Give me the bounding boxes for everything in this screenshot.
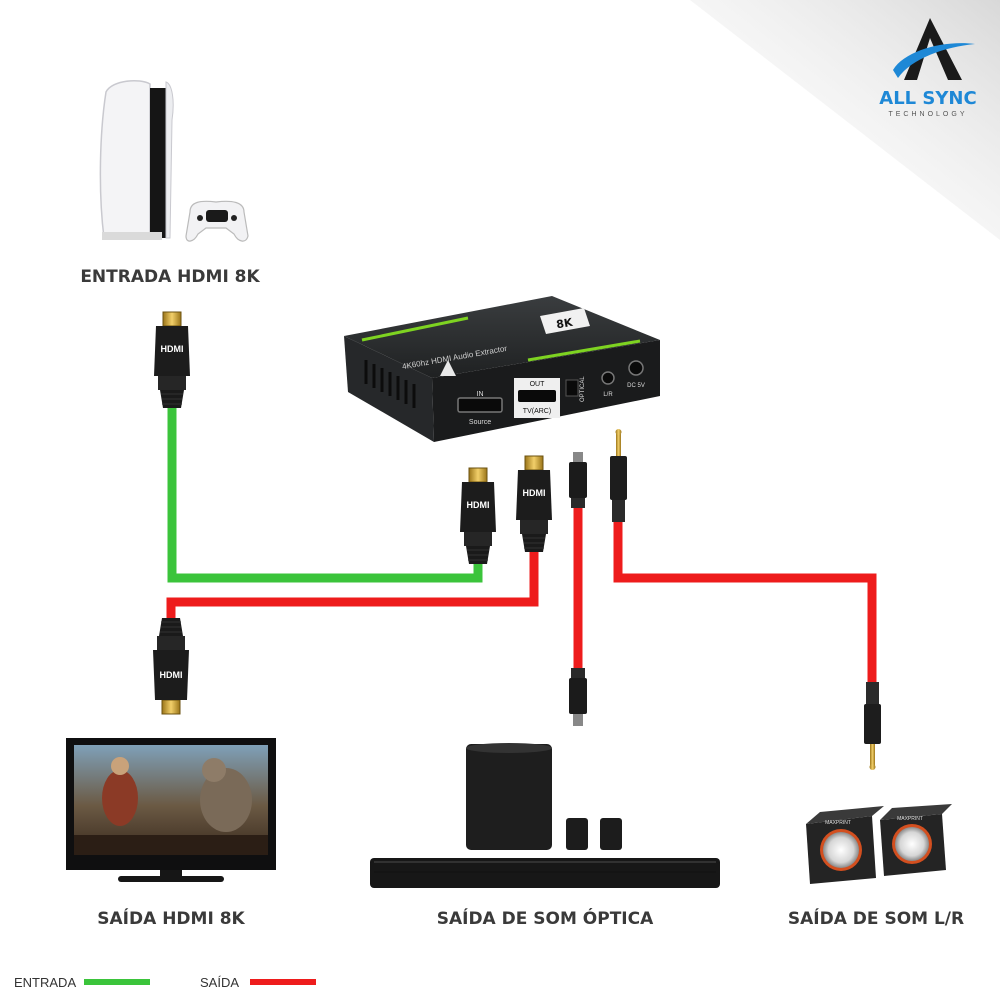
dc-port <box>628 360 644 376</box>
legend-input-label: ENTRADA <box>14 975 76 990</box>
output-optical-label: SAÍDA DE SOM ÓPTICA <box>437 907 654 929</box>
cables <box>166 400 877 684</box>
speaker: MAXPRINT <box>806 806 884 884</box>
lr-cable <box>613 518 877 684</box>
lr-port <box>601 371 615 385</box>
svg-text:Source: Source <box>469 419 491 426</box>
hdmi-connector: HDMI <box>459 467 497 565</box>
soundbar-system <box>370 743 720 888</box>
svg-text:HDMI: HDMI <box>523 488 546 498</box>
device-badge: 8K <box>555 316 574 332</box>
subwoofer <box>466 744 552 850</box>
svg-text:MAXPRINT: MAXPRINT <box>825 820 851 826</box>
legend-output-label: SAÍDA <box>200 975 239 990</box>
svg-text:HDMI: HDMI <box>467 500 490 510</box>
svg-text:IN: IN <box>477 391 484 398</box>
corner-shade <box>690 0 1000 240</box>
output-lr-label: SAÍDA DE SOM L/R <box>788 907 964 929</box>
soundbar <box>370 858 720 888</box>
speaker: MAXPRINT <box>880 804 952 876</box>
input-hdmi-label: ENTRADA HDMI 8K <box>80 267 260 287</box>
optical-port <box>565 379 579 397</box>
hdmi-connector <box>152 617 190 715</box>
output-hdmi-label: SAÍDA HDMI 8K <box>97 907 245 929</box>
audio-jack-connector <box>864 682 881 770</box>
hdmi-out-port <box>518 390 556 402</box>
brand-name: ALL SYNC <box>879 88 976 109</box>
television <box>66 738 276 882</box>
pc-speakers: MAXPRINT MAXPRINT <box>806 804 952 884</box>
svg-text:OPTICAL: OPTICAL <box>580 376 586 402</box>
svg-text:TV(ARC): TV(ARC) <box>523 408 551 415</box>
game-controller <box>185 200 249 242</box>
output-hdmi-cable <box>166 550 539 626</box>
brand-logo: ALL SYNC TECHNOLOGY <box>879 18 977 118</box>
svg-text:OUT: OUT <box>530 381 546 388</box>
input-cable <box>167 400 483 583</box>
hdmi-in-port <box>457 397 503 413</box>
game-console <box>99 79 174 240</box>
satellite-speaker <box>600 818 622 850</box>
audio-jack-connector <box>610 429 627 522</box>
hdmi-connector: HDMI <box>515 455 553 553</box>
svg-text:L/R: L/R <box>603 392 613 398</box>
satellite-speaker <box>566 818 588 850</box>
audio-extractor-device: 8K 4K60hz HDMI Audio Extractor IN Source… <box>344 296 660 442</box>
svg-text:HDMI: HDMI <box>161 344 184 354</box>
legend: ENTRADA SAÍDA <box>14 975 316 990</box>
hdmi-connector: HDMI <box>153 311 191 409</box>
svg-text:MAXPRINT: MAXPRINT <box>897 816 923 822</box>
optical-connector <box>569 452 587 508</box>
svg-text:HDMI: HDMI <box>160 670 183 680</box>
svg-text:DC 5V: DC 5V <box>627 383 645 389</box>
optical-connector <box>569 668 587 726</box>
brand-tagline: TECHNOLOGY <box>888 111 967 118</box>
